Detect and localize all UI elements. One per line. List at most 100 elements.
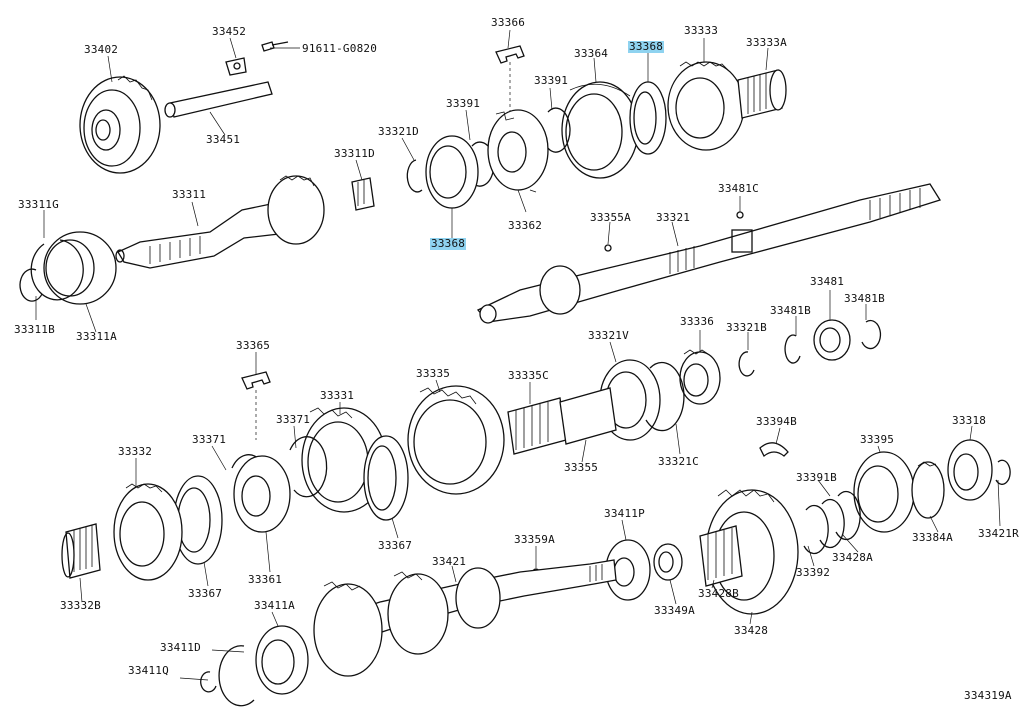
label-33411D: 33411D	[160, 641, 201, 654]
part-33368-top-drawing	[629, 81, 667, 155]
part-33333A-drawing	[737, 69, 787, 119]
label-33332: 33332	[118, 445, 153, 458]
label-33335C: 33335C	[508, 369, 549, 382]
label-33428A: 33428A	[832, 551, 873, 564]
part-33481B-right	[861, 319, 882, 350]
label-33331: 33331	[320, 389, 355, 402]
label-33359A: 33359A	[514, 533, 555, 546]
label-33481B-left: 33481B	[770, 304, 811, 317]
label-33321: 33321	[656, 211, 691, 224]
label-33411P: 33411P	[604, 507, 645, 520]
diagram-ref-code: 334319A	[964, 689, 1012, 702]
label-33451: 33451	[206, 133, 241, 146]
label-33332B: 33332B	[60, 599, 101, 612]
label-33311A: 33311A	[76, 330, 117, 343]
label-33362: 33362	[508, 219, 543, 232]
part-33411A-drawing	[255, 625, 309, 695]
part-33332B-drawing	[61, 523, 101, 579]
part-33362-drawing	[487, 109, 549, 193]
part-33411Q-drawing	[200, 671, 217, 693]
part-33391B-drawing	[835, 490, 861, 541]
part-33395-drawing	[853, 451, 915, 533]
label-33391-lower: 33391	[446, 97, 481, 110]
part-33311-shaft-drawing	[115, 175, 325, 269]
part-33311G-drawing	[30, 239, 84, 301]
label-33336: 33336	[680, 315, 715, 328]
part-33318-drawing	[947, 439, 993, 501]
label-33318: 33318	[952, 414, 987, 427]
label-33335: 33335	[416, 367, 451, 380]
label-33349A: 33349A	[654, 604, 695, 617]
label-33365: 33365	[236, 339, 271, 352]
part-33321D-drawing	[406, 159, 423, 193]
label-91611-G0820: 91611-G0820	[302, 42, 378, 55]
part-33481-drawing	[813, 319, 851, 361]
part-33335-drawing	[407, 385, 505, 495]
label-33391B: 33391B	[796, 471, 837, 484]
label-33333A: 33333A	[746, 36, 787, 49]
label-33367-upper: 33367	[378, 539, 413, 552]
label-33411Q: 33411Q	[128, 664, 169, 677]
part-33411D-drawing	[218, 645, 255, 707]
label-33311B: 33311B	[14, 323, 55, 336]
label-33321D: 33321D	[378, 125, 419, 138]
part-33321B-drawing	[738, 351, 755, 377]
label-33392: 33392	[796, 566, 831, 579]
label-33368-highlighted-bottom: 33368	[430, 237, 467, 250]
part-33481C-ball	[736, 211, 744, 219]
label-33481B-right: 33481B	[844, 292, 885, 305]
label-33321V: 33321V	[588, 329, 629, 342]
label-33481C: 33481C	[718, 182, 759, 195]
part-33365-drawing	[241, 371, 271, 440]
part-33355-drawing	[559, 387, 617, 445]
part-33421-countershaft-drawing	[313, 559, 617, 677]
part-33355A-ball	[604, 244, 612, 252]
label-33355A: 33355A	[590, 211, 631, 224]
label-33367-lower: 33367	[188, 587, 223, 600]
part-33349A-drawing	[653, 543, 683, 581]
part-33392-drawing	[803, 504, 829, 555]
label-33366: 33366	[491, 16, 526, 29]
label-33402: 33402	[84, 43, 119, 56]
label-33428: 33428	[734, 624, 769, 637]
part-33311D-drawing	[351, 177, 375, 211]
label-33391-upper: 33391	[534, 74, 569, 87]
part-33421R-drawing	[995, 459, 1011, 485]
part-33368-bottom-drawing	[425, 135, 479, 209]
part-33321-mainshaft-drawing	[476, 183, 941, 324]
part-33384A-drawing	[911, 461, 945, 519]
label-33364: 33364	[574, 47, 609, 60]
part-33364-drawing	[561, 81, 639, 179]
label-33395: 33395	[860, 433, 895, 446]
label-33311D: 33311D	[334, 147, 375, 160]
part-33333-drawing	[667, 61, 745, 151]
label-33371-lower: 33371	[192, 433, 227, 446]
label-33411A: 33411A	[254, 599, 295, 612]
label-33321C: 33321C	[658, 455, 699, 468]
part-33335C-drawing	[507, 397, 567, 455]
label-33428B: 33428B	[698, 587, 739, 600]
part-33311A-drawing	[43, 231, 117, 305]
part-33428A-drawing	[819, 498, 845, 549]
part-33332-drawing	[113, 483, 183, 581]
part-33402-drawing	[79, 75, 161, 174]
part-33428B-drawing	[699, 525, 743, 587]
part-33361-drawing	[233, 455, 291, 533]
label-33311: 33311	[172, 188, 207, 201]
leader-lines	[35, 29, 1001, 681]
part-33452-drawing	[225, 41, 289, 76]
part-33481B-left	[784, 334, 801, 364]
part-33394B-drawing	[759, 442, 789, 458]
part-33367-upper-drawing	[363, 435, 409, 521]
part-33321C-drawing	[645, 361, 685, 432]
part-33336-drawing	[679, 349, 721, 405]
label-33371-upper: 33371	[276, 413, 311, 426]
label-33361: 33361	[248, 573, 283, 586]
label-33421: 33421	[432, 555, 467, 568]
label-33368-highlighted-top: 33368	[628, 40, 665, 53]
label-33421R: 33421R	[978, 527, 1019, 540]
label-33311G: 33311G	[18, 198, 59, 211]
label-33321B: 33321B	[726, 321, 767, 334]
label-33333: 33333	[684, 24, 719, 37]
